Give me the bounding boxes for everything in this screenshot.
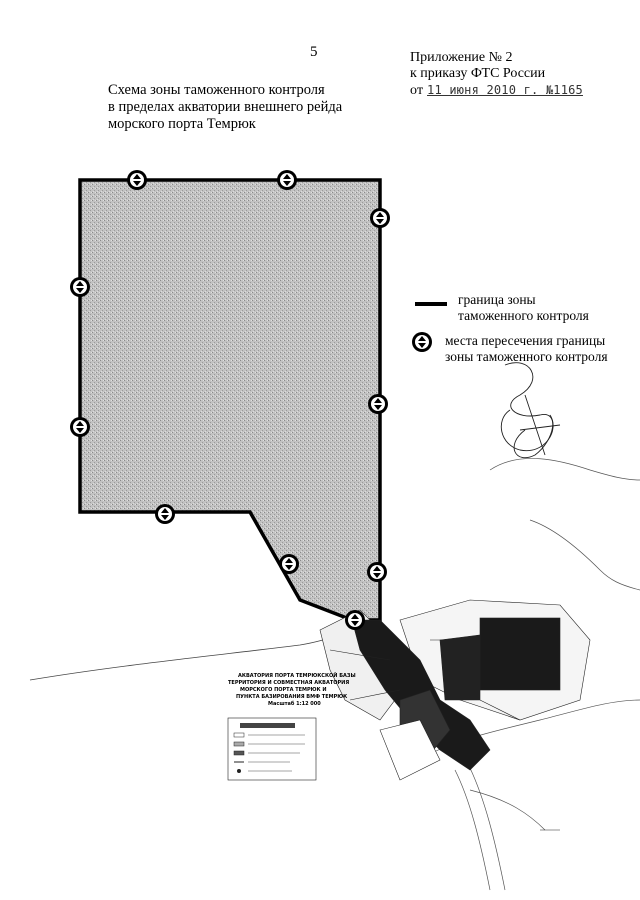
shoreline [29,624,353,681]
title-line-3: морского порта Темрюк [108,116,256,132]
crossing-marker-icon [368,394,388,414]
title-line-2: в пределах акватории внешнего рейда [108,99,343,115]
crossing-marker-icon [127,170,147,190]
svg-text:МОРСКОГО ПОРТА ТЕМРЮК И: МОРСКОГО ПОРТА ТЕМРЮК И [240,687,327,693]
svg-text:АКВАТОРИЯ ПОРТА ТЕМРЮКСКОЙ БАЗ: АКВАТОРИЯ ПОРТА ТЕМРЮКСКОЙ БАЗЫ [238,671,356,679]
signature [500,362,561,459]
crossing-marker-icon [367,562,387,582]
river-2 [469,767,506,891]
svg-text:Масштаб 1:12 000: Масштаб 1:12 000 [268,700,321,707]
crossing-marker-icon [370,208,390,228]
legend-crossing-line-1: места пересечения границы [445,333,606,348]
scheme-title: Схема зоны таможенного контроля в предел… [108,82,342,133]
crossing-marker-icon [277,170,297,190]
crossing-marker-icon [345,610,365,630]
appendix-number: Приложение № 2 [410,50,513,65]
page-number: 5 [310,44,318,60]
svg-text:ПУНКТА БАЗИРОВАНИЯ ВМФ ТЕМРЮК: ПУНКТА БАЗИРОВАНИЯ ВМФ ТЕМРЮК [236,694,348,700]
crossing-marker-icon [70,417,90,437]
customs-zone-area [78,178,382,622]
map-caption: АКВАТОРИЯ ПОРТА ТЕМРЮКСКОЙ БАЗЫ ТЕРРИТОР… [228,671,356,707]
port-plan [319,599,591,831]
map-legend-box [227,717,317,781]
date-prefix: от [410,83,424,98]
crossing-marker-icon [155,504,175,524]
legend-crossing-line-2: зоны таможенного контроля [445,349,608,364]
appendix-order: к приказу ФТС России [410,66,546,81]
crossing-marker-icon [70,277,90,297]
coast-south-2 [469,789,546,831]
legend-crossing-label: места пересечения границы зоны таможенно… [445,333,608,365]
crossing-legend-icon [412,332,432,352]
title-line-1: Схема зоны таможенного контроля [108,82,325,98]
legend-boundary-line-1: граница зоны [458,292,536,307]
legend-boundary-label: граница зоны таможенного контроля [458,292,589,324]
appendix-header: Приложение № 2 к приказу ФТС России от 1… [410,50,583,99]
svg-text:ТЕРРИТОРИЯ И СОВМЕСТНАЯ АКВАТО: ТЕРРИТОРИЯ И СОВМЕСТНАЯ АКВАТОРИЯ [228,680,349,686]
river [454,769,491,891]
coast-east-2 [529,519,640,591]
crossing-marker-icon [279,554,299,574]
coast-east [489,458,640,481]
legend-boundary-line-2: таможенного контроля [458,308,589,323]
date-handwritten: 11 июня 2010 г. №1165 [427,83,583,97]
appendix-date-line: от 11 июня 2010 г. №1165 [410,82,583,99]
